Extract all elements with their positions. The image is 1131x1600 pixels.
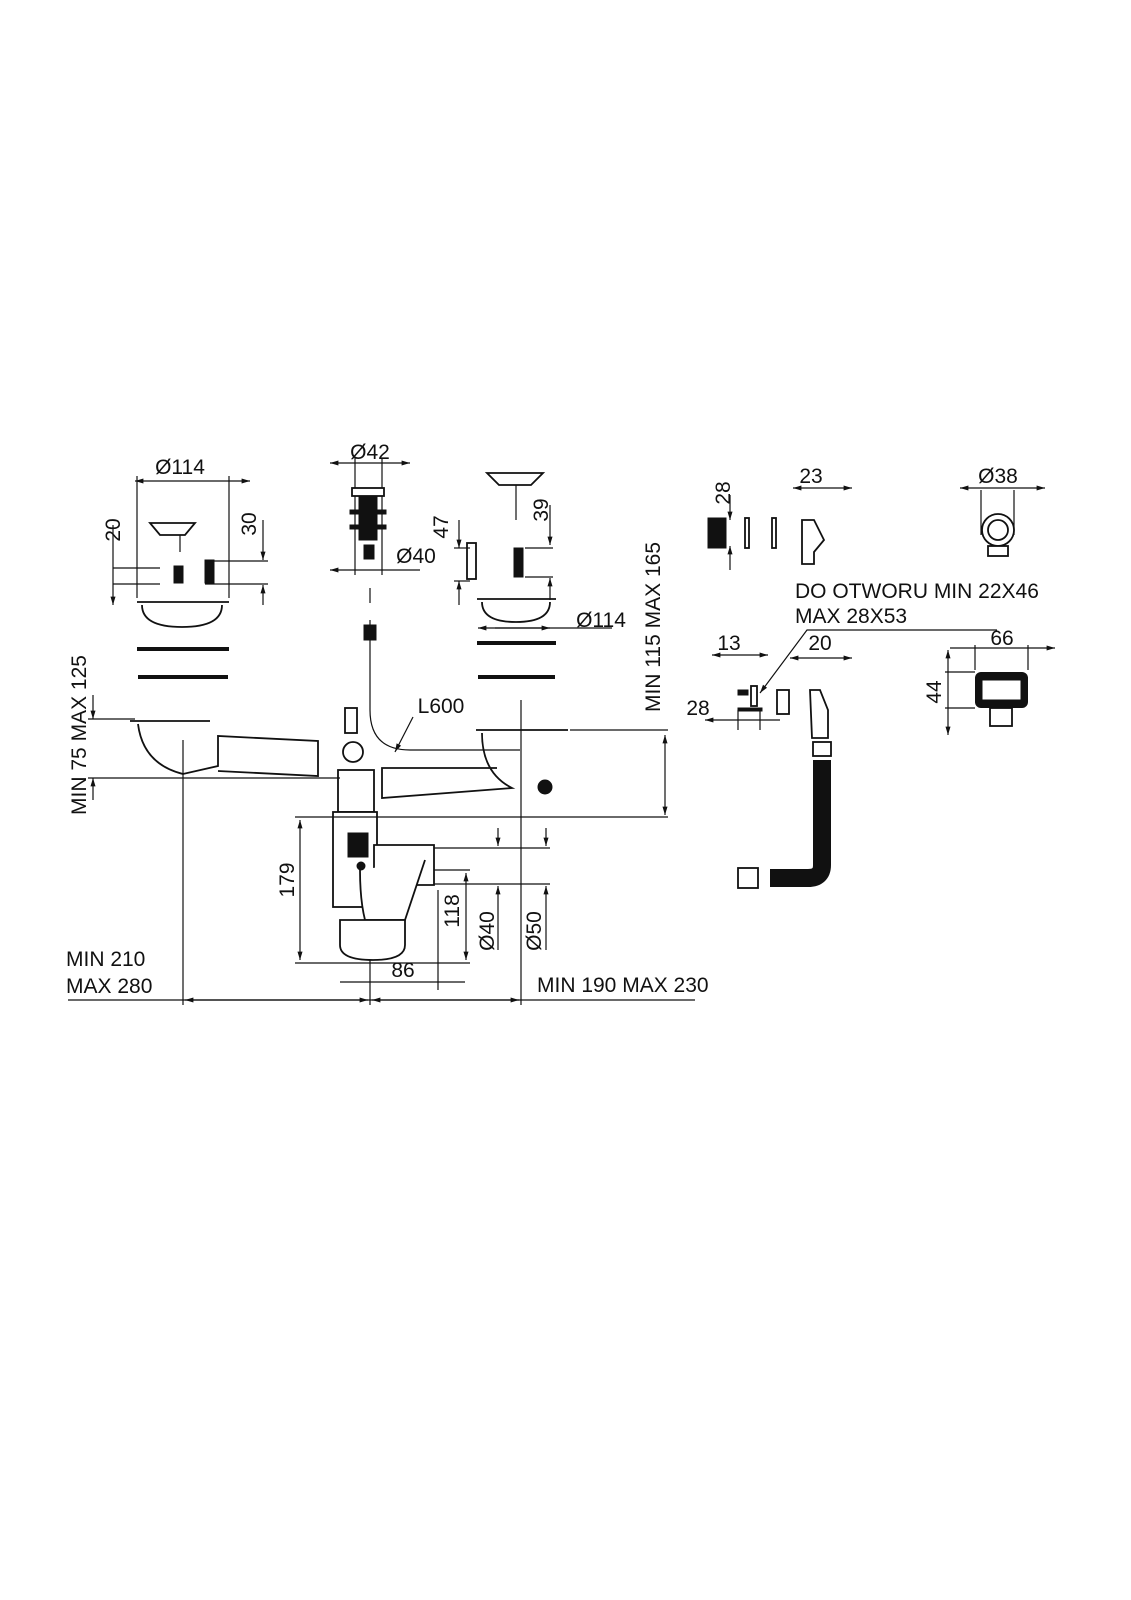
left-strainer-dim-b-label: 30 <box>238 512 261 535</box>
left-strainer-assembly: Ø114 20 30 <box>102 456 268 679</box>
rect-overflow-height-label: 44 <box>923 680 946 704</box>
right-height-range-label: MIN 115 MAX 165 <box>642 542 665 712</box>
height-dimensions: MIN 75 MAX 125 MIN 115 MAX 165 179 118 Ø… <box>66 542 709 1005</box>
popup-top-diameter-label: Ø42 <box>350 441 390 464</box>
right-stem-height-label: 39 <box>530 498 553 521</box>
rect-overflow-parts: DO OTWORU MIN 22X46 MAX 28X53 13 28 20 6… <box>686 580 1055 889</box>
waste-main-assembly: L600 <box>130 588 568 961</box>
popup-valve: Ø42 Ø40 <box>330 441 436 575</box>
trap-offset-label: 86 <box>391 959 414 982</box>
popup-bottom-diameter-label: Ø40 <box>396 545 436 568</box>
left-strainer-diameter-label: Ø114 <box>155 456 205 479</box>
right-strainer-assembly: 47 39 Ø114 <box>430 472 626 679</box>
trap-outlet-height-label: 118 <box>441 894 464 927</box>
trap-outlet-d40-label: Ø40 <box>476 911 499 951</box>
left-height-range-label: MIN 75 MAX 125 <box>68 655 91 815</box>
screw-length-label: 28 <box>686 697 709 720</box>
right-plug-height-label: 47 <box>430 515 453 538</box>
right-spacing-label: MIN 190 MAX 230 <box>537 974 709 997</box>
trap-height-label: 179 <box>276 862 299 897</box>
hole-size-note-line2: MAX 28X53 <box>795 605 907 628</box>
trap-outlet-d50-label: Ø50 <box>523 911 546 951</box>
cable-length-label: L600 <box>418 695 465 718</box>
overflow-depth-label: 23 <box>799 465 822 488</box>
right-strainer-diameter-label: Ø114 <box>576 609 626 632</box>
hole-size-note-line1: DO OTWORU MIN 22X46 <box>795 580 1039 603</box>
overflow-diameter-label: Ø38 <box>978 465 1018 488</box>
left-spacing-line2: MAX 280 <box>66 975 152 998</box>
screw-head-label: 13 <box>717 632 740 655</box>
left-strainer-dim-a-label: 20 <box>102 518 125 541</box>
rect-overflow-depth-label: 20 <box>808 632 831 655</box>
round-overflow-parts: 28 23 Ø38 <box>707 465 1045 570</box>
rect-overflow-width-label: 66 <box>990 627 1013 650</box>
left-spacing-line1: MIN 210 <box>66 948 145 971</box>
overflow-ring-height-label: 28 <box>712 481 735 504</box>
